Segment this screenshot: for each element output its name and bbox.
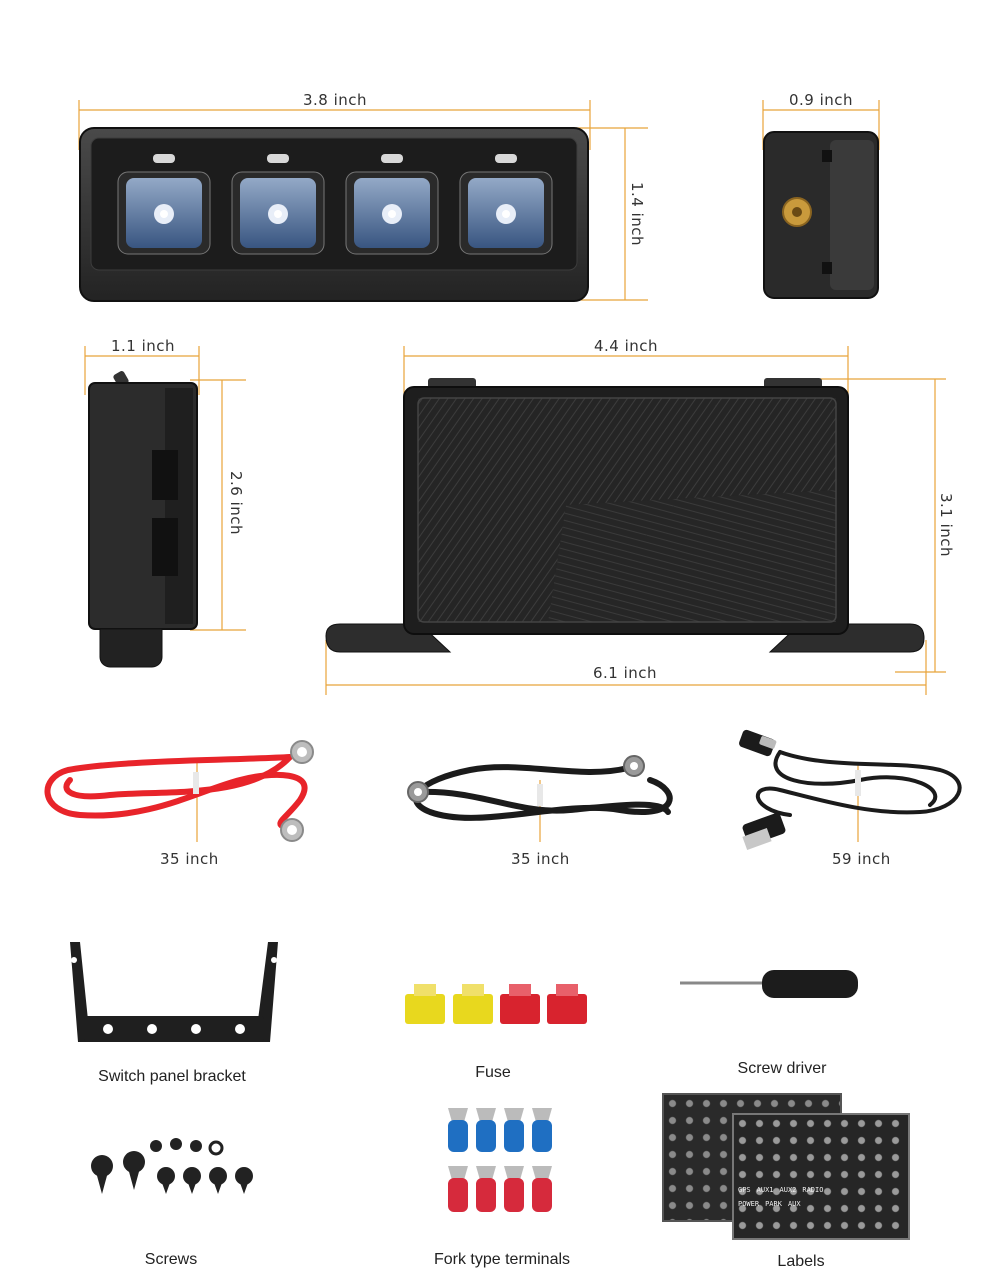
caption-fuse: Fuse — [475, 1064, 511, 1081]
caption-labels: Labels — [777, 1253, 825, 1270]
label-aux: AUX — [787, 1200, 801, 1208]
bracket-icon — [70, 942, 278, 1042]
label-radio: RADIO — [802, 1186, 824, 1194]
dim-switch-depth: 0.9 inch — [789, 91, 854, 109]
red-cable-length: 35 inch — [160, 850, 219, 868]
fuse-icon — [405, 984, 587, 1024]
dim-box-depth: 1.1 inch — [111, 337, 176, 355]
caption-terminals: Fork type terminals — [433, 1251, 571, 1268]
label-power: POWER — [738, 1200, 760, 1208]
screwdriver-icon — [680, 970, 858, 998]
dim-switch-width: 3.8 inch — [303, 91, 368, 109]
dim-box-height: 2.6 inch — [227, 471, 245, 536]
dim-box-total-height: 3.1 inch — [937, 493, 955, 558]
caption-screwdriver: Screw driver — [737, 1060, 827, 1077]
usb-cable-length: 59 inch — [832, 850, 891, 868]
switch-buttons — [117, 154, 553, 255]
caption-bracket: Switch panel bracket — [98, 1068, 246, 1085]
dim-box-width: 4.4 inch — [594, 337, 659, 355]
label-park: PARK — [765, 1200, 782, 1208]
dim-switch-height: 1.4 inch — [628, 182, 646, 247]
black-cable-length: 35 inch — [511, 850, 570, 868]
label-aux1: AUX1 — [756, 1186, 774, 1194]
label-sheet-text-row-2: POWER PARK AUX — [738, 1200, 902, 1208]
label-sheet-front — [732, 1113, 910, 1240]
black-ground-cable — [413, 764, 673, 821]
dim-box-base-width: 6.1 inch — [593, 664, 658, 682]
label-sheet-text-row: GPS AUX1 AUX2 RADIO — [738, 1186, 902, 1194]
label-gps: GPS — [738, 1186, 751, 1194]
screws-icon — [91, 1138, 253, 1194]
label-aux2: AUX2 — [779, 1186, 797, 1194]
caption-screws: Screws — [144, 1251, 198, 1268]
red-power-cable — [44, 754, 308, 831]
fork-terminals-icon — [448, 1108, 552, 1212]
